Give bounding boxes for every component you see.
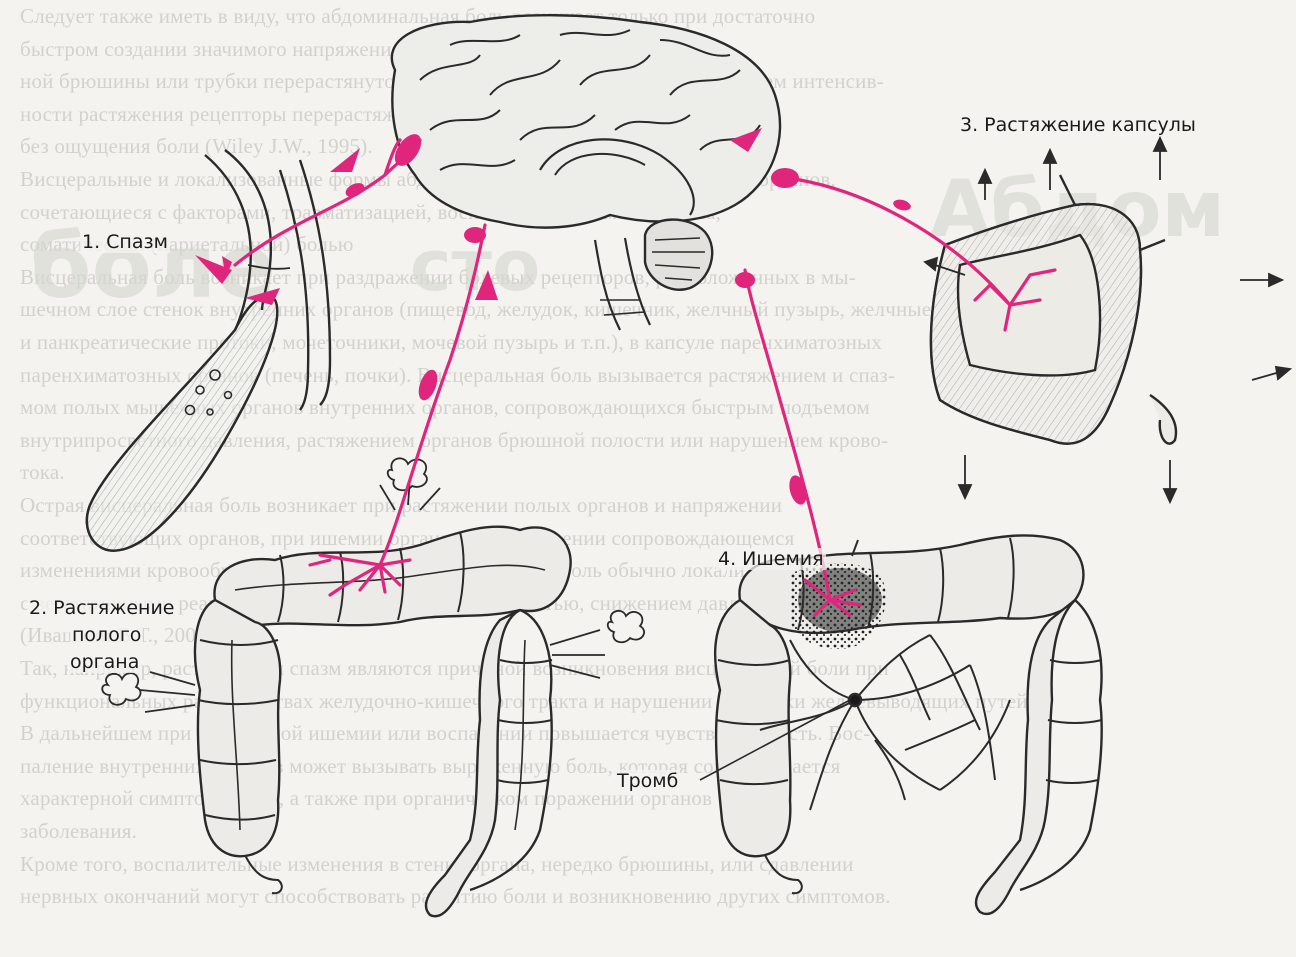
label-spasm: 1. Спазм (80, 231, 170, 253)
cerebellum (645, 220, 712, 290)
gallbladder-illustration (87, 150, 330, 551)
label-capsule: 3. Растяжение капсулы (958, 114, 1198, 136)
nerve-path-distension (380, 225, 485, 565)
label-distension-line2: полого (70, 624, 143, 646)
brain-illustration (392, 15, 780, 330)
label-distension-line3: органа (68, 651, 141, 673)
label-distension-line1: 2. Растяжение (27, 597, 176, 619)
label-ischemia: 4. Ишемия (716, 548, 826, 570)
organ-capsule-illustration (931, 175, 1176, 444)
label-thrombus: Тромб (615, 770, 680, 792)
colon-ischemia-illustration (715, 535, 1102, 914)
